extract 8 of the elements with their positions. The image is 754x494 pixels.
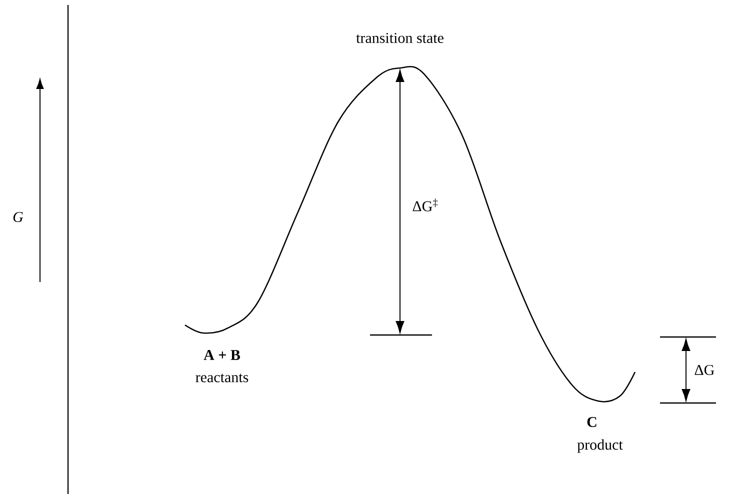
curve-label: product [577, 439, 623, 453]
curve-label: reactants [196, 374, 248, 382]
curve-label: A + B [204, 350, 240, 360]
curve-label: C [587, 416, 596, 428]
axis-label: G [13, 212, 24, 222]
curve-label: transition state [356, 32, 444, 44]
dimension-label: ΔG$^{‡}$ [412, 198, 438, 212]
dimension-label: ΔG [694, 364, 714, 376]
